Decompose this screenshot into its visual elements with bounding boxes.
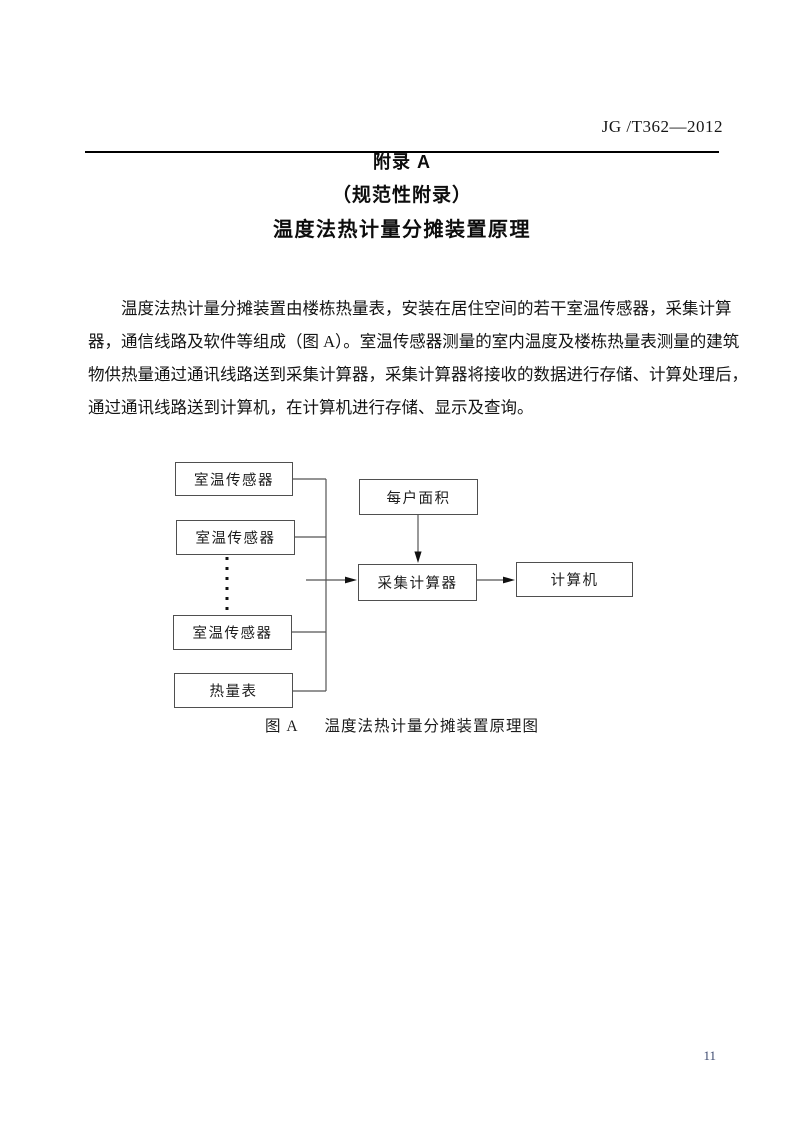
page-number: 11 <box>703 1048 716 1063</box>
paragraph-line-2: 器，通信线路及软件等组成（图 A）。室温传感器测量的室内温度及楼栋热量表测量的建… <box>88 332 740 351</box>
body-paragraph: 温度法热计量分摊装置由楼栋热量表，安装在居住空间的若干室温传感器，采集计算 器，… <box>88 292 748 424</box>
appendix-heading: 温度法热计量分摊装置原理 <box>273 219 531 241</box>
diagram-box-room-sensor-2: 室温传感器 <box>176 520 295 555</box>
paragraph-line-1: 温度法热计量分摊装置由楼栋热量表，安装在居住空间的若干室温传感器，采集计算 <box>121 299 732 318</box>
diagram-box-room-sensor-1: 室温传感器 <box>175 462 293 496</box>
diagram-box-computer: 计算机 <box>516 562 633 597</box>
paragraph-line-3: 物供热量通过通讯线路送到采集计算器，采集计算器将接收的数据进行存储、计算处理后， <box>88 365 748 384</box>
diagram-box-household-area: 每户面积 <box>359 479 478 515</box>
paragraph-line-4: 通过通讯线路送到计算机，在计算机进行存储、显示及查询。 <box>88 398 534 417</box>
diagram-box-heat-meter: 热量表 <box>174 673 293 708</box>
arrowhead-into-collector <box>345 576 357 584</box>
figure-caption: 图 A 温度法热计量分摊装置原理图 <box>85 714 719 736</box>
diagram-box-collector-computer: 采集计算器 <box>358 564 477 601</box>
header-rule <box>85 151 719 153</box>
vertical-ellipsis-dots <box>225 557 229 610</box>
diagram-box-room-sensor-3: 室温传感器 <box>173 615 292 650</box>
standard-code: JG /T362—2012 <box>601 117 723 136</box>
arrowhead-down-into-collector <box>414 551 422 563</box>
arrowhead-into-computer <box>503 576 515 584</box>
appendix-title: 附录 A <box>373 152 431 172</box>
figure-caption-label: 图 A <box>264 718 299 735</box>
figure-caption-text: 温度法热计量分摊装置原理图 <box>324 718 540 735</box>
appendix-subtitle: （规范性附录） <box>331 185 472 206</box>
